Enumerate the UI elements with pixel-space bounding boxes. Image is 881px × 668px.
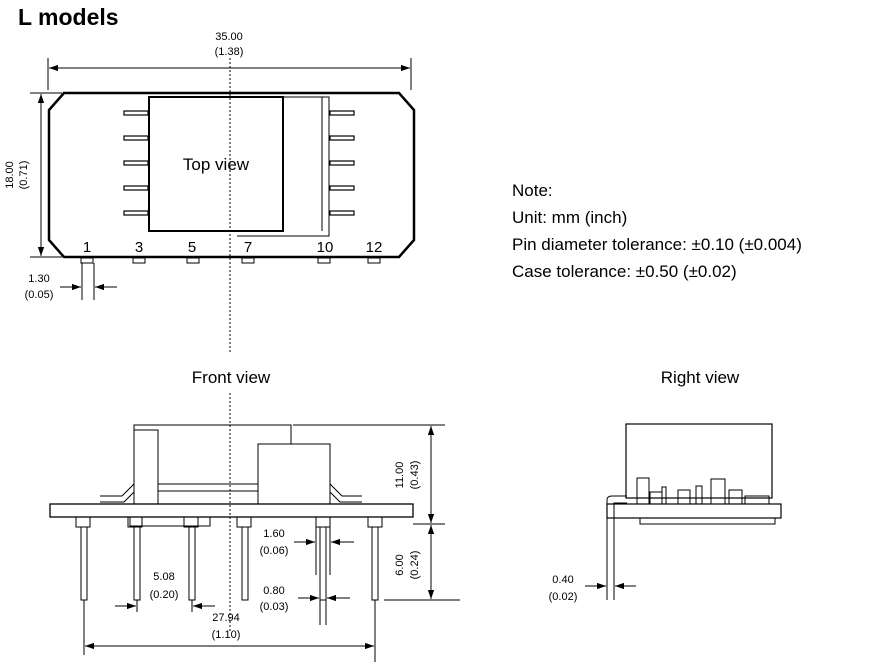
- right-component: [661, 486, 667, 505]
- pin-stub: [241, 257, 255, 264]
- front-pin: [80, 526, 88, 601]
- top-view-label: Top view: [183, 155, 250, 174]
- pin-label-12: 12: [366, 239, 383, 256]
- front-transformer-outline: [133, 424, 331, 505]
- note-unit: Unit: mm (inch): [512, 208, 627, 227]
- pitch508-mm: 5.08: [153, 571, 174, 583]
- right-component: [636, 477, 650, 505]
- top-lead: [329, 110, 355, 116]
- right-lead-outer: [606, 495, 627, 600]
- front-view: Front view: [49, 368, 460, 662]
- right-view: Right view 0.40 (0.02): [549, 368, 782, 603]
- top-lead: [123, 185, 149, 191]
- right-pcb-underside: [639, 517, 776, 525]
- thickness-in: (0.02): [549, 591, 578, 603]
- note-heading: Note:: [512, 181, 553, 200]
- top-width-mm: 35.00: [215, 31, 243, 43]
- pin-stub: [80, 257, 94, 264]
- pitch508-in: (0.20): [150, 589, 179, 601]
- pin-length-mm: 6.00: [394, 554, 406, 575]
- pitch-in: (0.05): [25, 289, 54, 301]
- right-lead-inner: [613, 502, 627, 600]
- right-components: [636, 477, 770, 505]
- top-body-outline: [47, 91, 416, 259]
- right-component: [744, 495, 770, 505]
- front-lead-right-outer: [329, 483, 362, 497]
- front-lead-left-inner: [100, 491, 135, 503]
- front-pin: [319, 526, 327, 601]
- top-left-leads: [123, 110, 149, 216]
- pin-stub: [317, 257, 331, 264]
- front-height-in: (0.43): [409, 461, 421, 490]
- pin-label-5: 5: [188, 239, 196, 256]
- right-component: [695, 485, 703, 505]
- top-lead: [123, 160, 149, 166]
- top-height-in: (0.71): [18, 161, 30, 190]
- front-pcb: [49, 503, 414, 518]
- standoff-mm: 1.60: [263, 528, 284, 540]
- top-lead: [329, 210, 355, 216]
- note-pin-tolerance: Pin diameter tolerance: ±0.10 (±0.004): [512, 235, 802, 254]
- pin-label-10: 10: [317, 239, 334, 256]
- page-title: L models: [18, 4, 119, 30]
- front-height-mm: 11.00: [394, 462, 406, 489]
- top-core-outline: [237, 96, 330, 237]
- front-lead-right-inner: [329, 491, 362, 503]
- front-pins: [75, 516, 383, 601]
- pin-stub: [186, 257, 200, 264]
- top-lead: [329, 160, 355, 166]
- pitch-mm: 1.30: [28, 273, 49, 285]
- pin-dia-mm: 0.80: [263, 585, 284, 597]
- right-view-label: Right view: [661, 368, 740, 387]
- pin-length-in: (0.24): [409, 551, 421, 580]
- top-lead: [329, 135, 355, 141]
- top-lead: [329, 185, 355, 191]
- standoff-in: (0.06): [260, 545, 289, 557]
- top-height-mm: 18.00: [4, 161, 16, 189]
- pin-dia-in: (0.03): [260, 601, 289, 613]
- top-pin-stubs: [80, 257, 381, 264]
- top-transformer: [148, 96, 284, 232]
- front-pcb-underside-part: [129, 516, 211, 527]
- front-view-label: Front view: [192, 368, 271, 387]
- pin-label-3: 3: [135, 239, 143, 256]
- pin-label-7: 7: [244, 239, 252, 256]
- right-pcb: [606, 503, 782, 519]
- top-lead: [123, 210, 149, 216]
- front-pin: [133, 526, 141, 601]
- pin-stub: [132, 257, 146, 264]
- right-transformer: [625, 423, 773, 499]
- note-case-tolerance: Case tolerance: ±0.50 (±0.02): [512, 262, 737, 281]
- span-mm: 27.94: [212, 612, 240, 624]
- span-in: (1.10): [212, 629, 241, 641]
- top-right-leads: [329, 110, 355, 216]
- right-component: [728, 489, 743, 505]
- front-pin-standoff: [236, 516, 252, 528]
- right-component: [677, 489, 691, 505]
- note-block: Note: Unit: mm (inch) Pin diameter toler…: [512, 181, 802, 281]
- front-core-step: [257, 443, 291, 504]
- front-pin: [188, 526, 196, 601]
- pin-label-1: 1: [83, 239, 91, 256]
- front-pin: [241, 526, 249, 601]
- pin-stub: [367, 257, 381, 264]
- front-lead-left-outer: [100, 483, 135, 497]
- top-width-in: (1.38): [215, 46, 244, 58]
- front-pin-standoff: [315, 516, 331, 528]
- front-pin: [371, 526, 379, 601]
- front-pin-standoff: [367, 516, 383, 528]
- top-lead: [123, 135, 149, 141]
- right-component: [710, 478, 726, 505]
- front-pin-standoff: [75, 516, 91, 528]
- thickness-mm: 0.40: [552, 574, 573, 586]
- top-lead: [123, 110, 149, 116]
- top-view: 35.00 (1.38) 18.00 (0.71) Top view: [4, 31, 416, 352]
